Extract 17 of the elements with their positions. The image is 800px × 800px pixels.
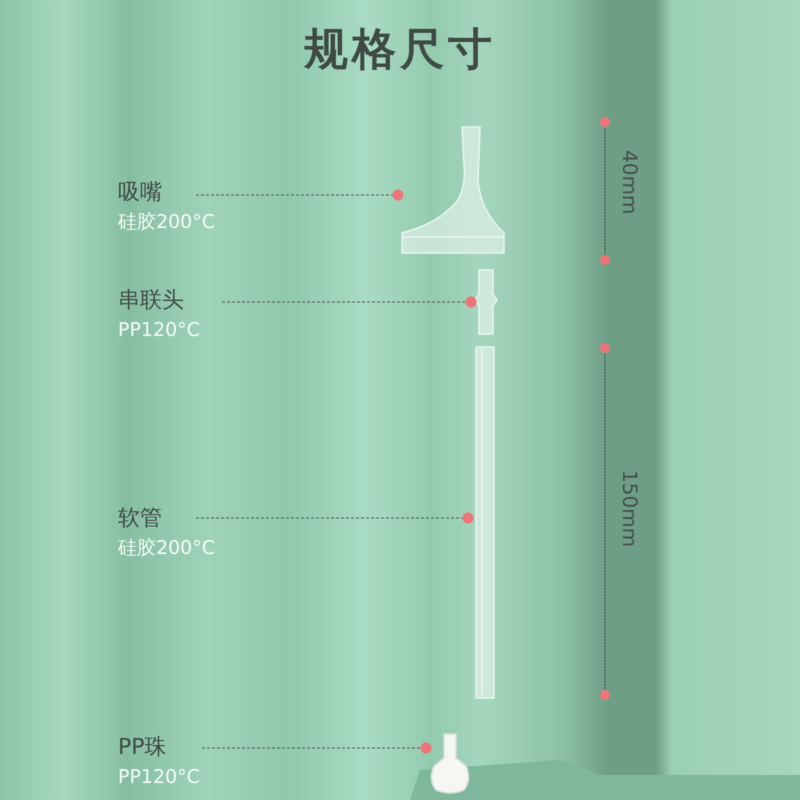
part-name: 吸嘴: [118, 179, 163, 207]
material-label: 硅胶200°C: [118, 536, 216, 561]
material-label: 硅胶200°C: [118, 210, 216, 235]
part-name: PP珠: [118, 734, 168, 762]
leader-line: [196, 512, 474, 524]
connector-drawing: [473, 268, 499, 336]
material-label: PP120°C: [118, 318, 201, 343]
leader-line: [196, 190, 404, 200]
part-name: 串联头: [118, 287, 185, 315]
title: 规格尺寸: [302, 23, 497, 77]
dimension-label: 40mm: [618, 150, 642, 214]
leader-line: [202, 742, 432, 754]
material-label: PP120°C: [118, 765, 201, 790]
leader-line: [222, 296, 476, 308]
part-name: 软管: [118, 505, 163, 533]
bead-drawing: [428, 732, 472, 796]
dimension-label: 150mm: [618, 470, 642, 548]
